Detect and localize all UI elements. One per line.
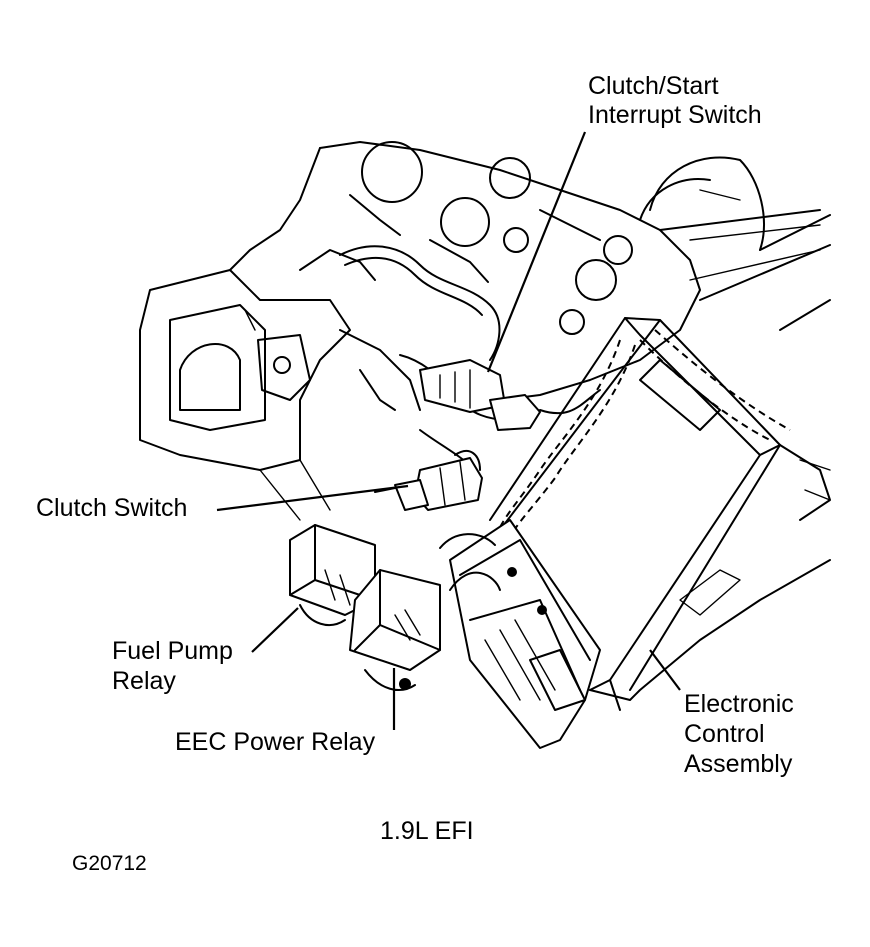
label-clutch-start-line2: Interrupt Switch	[588, 101, 762, 129]
bracket-drawing	[139, 249, 421, 521]
eca-bracket-drawing	[489, 317, 831, 711]
eca-module-drawing	[439, 519, 601, 749]
eec-power-relay-drawing	[349, 569, 441, 691]
callout-electronic-control-assembly	[649, 649, 681, 691]
callout-fuel-pump-relay	[251, 607, 299, 653]
label-eca-line1: Electronic	[684, 690, 794, 718]
callout-lines	[216, 131, 681, 730]
callout-clutch-switch	[216, 484, 409, 512]
interrupt-switch-drawing	[419, 359, 601, 431]
wiring-harness-drawing	[339, 245, 511, 471]
label-eec-power-relay: EEC Power Relay	[175, 728, 376, 756]
figure-caption: 1.9L EFI	[380, 817, 474, 845]
label-clutch-switch: Clutch Switch	[36, 494, 188, 522]
label-clutch-start-line1: Clutch/Start	[588, 72, 719, 100]
figure-code: G20712	[72, 852, 147, 875]
label-fuel-pump-line2: Relay	[112, 667, 176, 695]
bell-housing-drawing	[639, 156, 831, 331]
label-eca-line3: Assembly	[684, 750, 793, 778]
callout-clutch-start-interrupt-switch	[486, 131, 587, 373]
label-fuel-pump-line1: Fuel Pump	[112, 637, 233, 665]
clutch-switch-drawing	[374, 450, 483, 511]
dashed-harness-drawing	[494, 329, 791, 546]
label-eca-line2: Control	[684, 720, 765, 748]
engine-block-drawing	[229, 141, 701, 401]
